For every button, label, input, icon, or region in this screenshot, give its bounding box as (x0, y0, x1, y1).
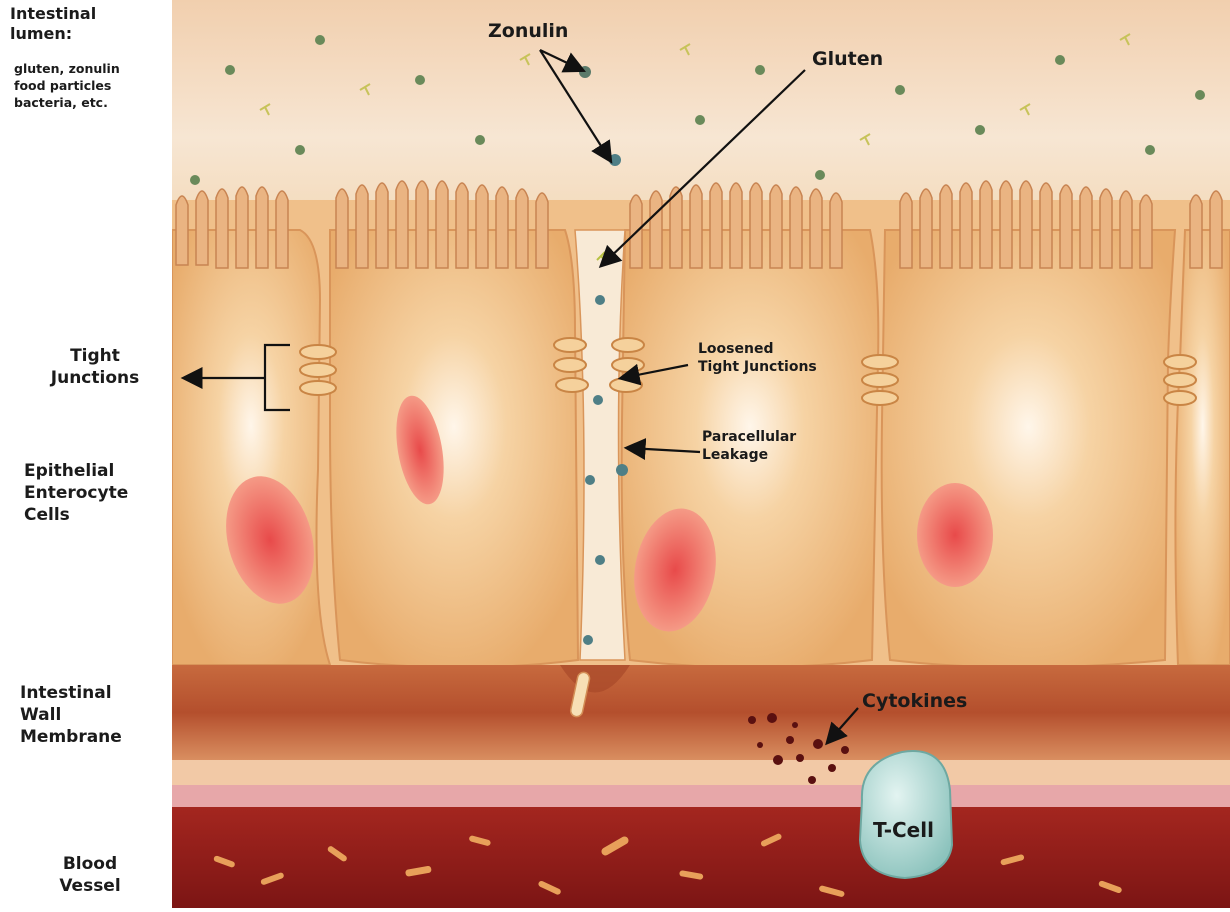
tight-junctions-label: Tight Junctions (40, 345, 150, 389)
membrane-inner-layer (172, 760, 1230, 785)
intestinal-wall-label: Intestinal Wall Membrane (20, 682, 122, 748)
blood-vessel-label: Blood Vessel (40, 853, 140, 897)
t-cell-label: T-Cell (873, 818, 934, 842)
cytokines-callout: Cytokines (862, 690, 967, 712)
gluten-callout: Gluten (812, 48, 883, 70)
zonulin-callout: Zonulin (488, 20, 568, 42)
label-column (0, 0, 172, 908)
paracellular-leakage-callout: Paracellular Leakage (702, 428, 796, 464)
intestinal-wall-membrane (172, 665, 1230, 760)
lumen-contents-label: gluten, zonulin food particles bacteria,… (14, 60, 120, 111)
lumen-label: Intestinal lumen: (10, 4, 96, 44)
epithelial-cells-label: Epithelial Enterocyte Cells (24, 460, 128, 526)
t-cell (860, 751, 952, 878)
loosened-junctions-callout: Loosened Tight Junctions (698, 340, 817, 376)
blood-vessel (172, 807, 1230, 908)
